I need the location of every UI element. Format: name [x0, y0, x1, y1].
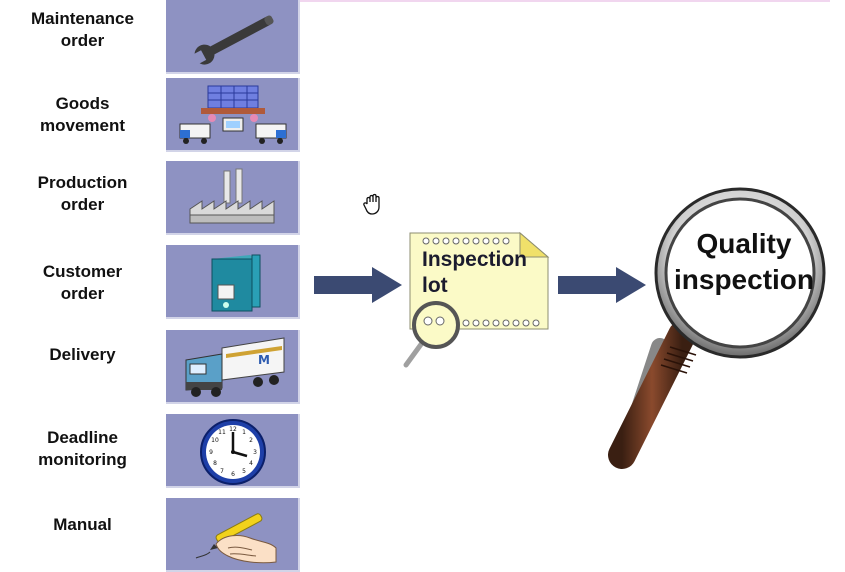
source-tile-production-order	[166, 161, 300, 235]
flow-arrow-to-inspection-lot	[314, 267, 402, 303]
wrench-icon	[188, 15, 274, 67]
source-tile-manual	[166, 498, 300, 572]
svg-text:8: 8	[213, 460, 217, 467]
svg-text:4: 4	[249, 460, 253, 467]
flow-arrow-to-quality-inspection	[558, 267, 646, 303]
source-label-delivery: Delivery	[49, 345, 116, 364]
magnifying-glass-icon	[608, 187, 826, 469]
source-label-manual: Manual	[53, 515, 112, 534]
svg-text:5: 5	[242, 468, 246, 475]
hand-cursor-icon	[363, 193, 380, 215]
factory-icon	[189, 168, 275, 224]
svg-text:12: 12	[229, 426, 237, 433]
svg-text:1: 1	[242, 429, 246, 436]
svg-text:11: 11	[218, 429, 226, 436]
svg-text:9: 9	[209, 449, 213, 456]
source-label-customer-order: Customer order	[42, 262, 123, 303]
hand-writing-icon	[195, 513, 277, 564]
warehouse-trucks-icon	[179, 85, 287, 144]
svg-text:2: 2	[249, 437, 253, 444]
quality-inspection-label: Quality inspection	[673, 228, 814, 295]
source-tile-delivery: M	[166, 330, 300, 404]
inspection-lot-document-icon	[403, 231, 550, 368]
source-label-deadline-monitoring: Deadline monitoring	[38, 428, 127, 469]
top-divider-line	[300, 0, 830, 2]
source-label-goods-movement: Goods movement	[39, 94, 126, 135]
svg-text:7: 7	[220, 468, 224, 475]
source-label-maintenance-order: Maintenance order	[31, 9, 134, 50]
truck-icon: M	[185, 337, 285, 397]
source-tile-customer-order	[166, 245, 300, 319]
source-tile-maintenance-order	[166, 0, 300, 74]
inspection-lot-node: Inspection lot	[396, 225, 556, 370]
svg-text:6: 6	[231, 471, 235, 478]
svg-text:10: 10	[211, 437, 219, 444]
svg-text:M: M	[258, 353, 270, 367]
inspection-lot-label: Inspection lot	[422, 248, 528, 297]
source-tile-goods-movement	[166, 78, 300, 152]
binder-icon	[211, 254, 261, 312]
source-label-production-order: Production order	[37, 173, 128, 214]
svg-text:3: 3	[253, 449, 257, 456]
